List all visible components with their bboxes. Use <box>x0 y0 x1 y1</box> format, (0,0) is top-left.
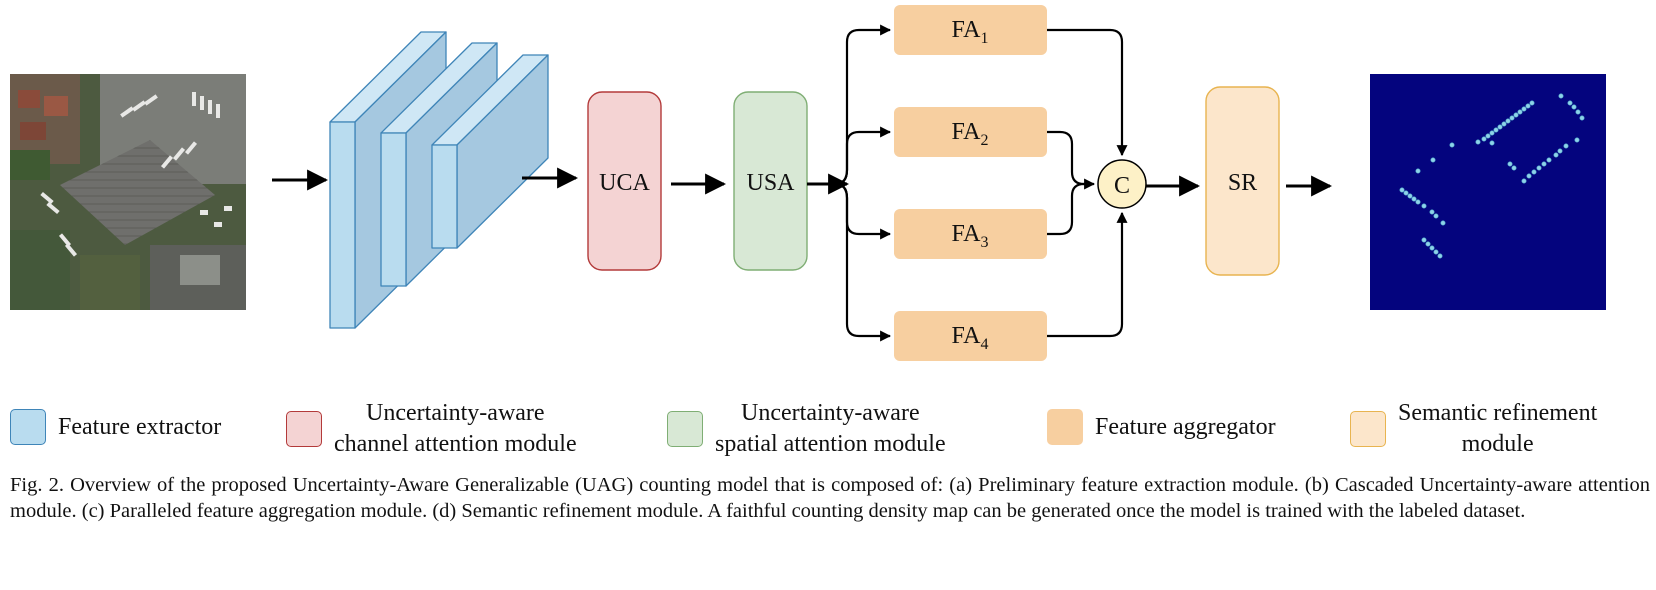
fa3-label: FA3 <box>952 221 989 251</box>
uca-label: UCA <box>599 170 650 196</box>
figure-caption: Fig. 2. Overview of the proposed Uncerta… <box>10 474 1650 522</box>
fa3-module: FA3 <box>894 209 1047 259</box>
fa3-to-concat <box>1047 182 1085 236</box>
fa4-module: FA4 <box>894 311 1047 361</box>
legend-label-channel-attention: Uncertainty-aware channel attention modu… <box>334 400 577 457</box>
legend-label-feature-extractor: Feature extractor <box>58 413 222 440</box>
legend-swatch-blue <box>10 409 46 445</box>
concat-node: C <box>1097 159 1147 209</box>
legend-semantic-refinement: Semantic refinement module <box>1350 398 1597 460</box>
fa4-label: FA4 <box>952 323 989 353</box>
legend-swatch-red <box>286 411 322 447</box>
uca-module: UCA <box>587 91 662 271</box>
legend-label-spatial-attention: Uncertainty-aware spatial attention modu… <box>715 400 946 457</box>
legend-label-feature-aggregator: Feature aggregator <box>1095 413 1276 440</box>
legend-label-semantic-refinement: Semantic refinement module <box>1398 400 1598 457</box>
sr-module: SR <box>1205 86 1280 276</box>
branch-to-fa1 <box>834 24 892 186</box>
branch-connectors <box>834 24 892 342</box>
architecture-diagram: UCA USA FA1 FA2 FA3 FA4 <box>10 5 1606 361</box>
branch-to-fa2 <box>834 126 892 186</box>
fa1-label: FA1 <box>952 17 989 47</box>
fa2-label: FA2 <box>952 119 989 149</box>
feature-extractor-slab-3 <box>431 54 549 249</box>
branch-to-fa3 <box>834 182 892 240</box>
fa2-module: FA2 <box>894 107 1047 157</box>
sr-label: SR <box>1228 170 1257 196</box>
legend-channel-attention: Uncertainty-aware channel attention modu… <box>286 398 577 460</box>
legend-swatch-light-orange <box>1350 411 1386 447</box>
legend-swatch-orange <box>1047 409 1083 445</box>
legend-feature-aggregator: Feature aggregator <box>1047 409 1276 445</box>
usa-label: USA <box>746 170 795 196</box>
density-points <box>1399 93 1585 259</box>
output-density-map <box>1370 74 1606 310</box>
legend-swatch-green <box>667 411 703 447</box>
feature-extractor-block <box>329 31 549 329</box>
legend-spatial-attention: Uncertainty-aware spatial attention modu… <box>667 398 946 460</box>
fa4-to-concat <box>1047 211 1128 338</box>
usa-module: USA <box>733 91 808 271</box>
fa1-to-concat <box>1047 28 1128 157</box>
fa1-module: FA1 <box>894 5 1047 55</box>
input-aerial-image <box>10 74 246 310</box>
merge-connectors <box>1047 28 1128 338</box>
concat-label: C <box>1114 173 1130 199</box>
fa2-to-concat <box>1047 130 1096 190</box>
branch-to-fa4 <box>834 182 892 342</box>
legend-feature-extractor: Feature extractor <box>10 409 221 445</box>
